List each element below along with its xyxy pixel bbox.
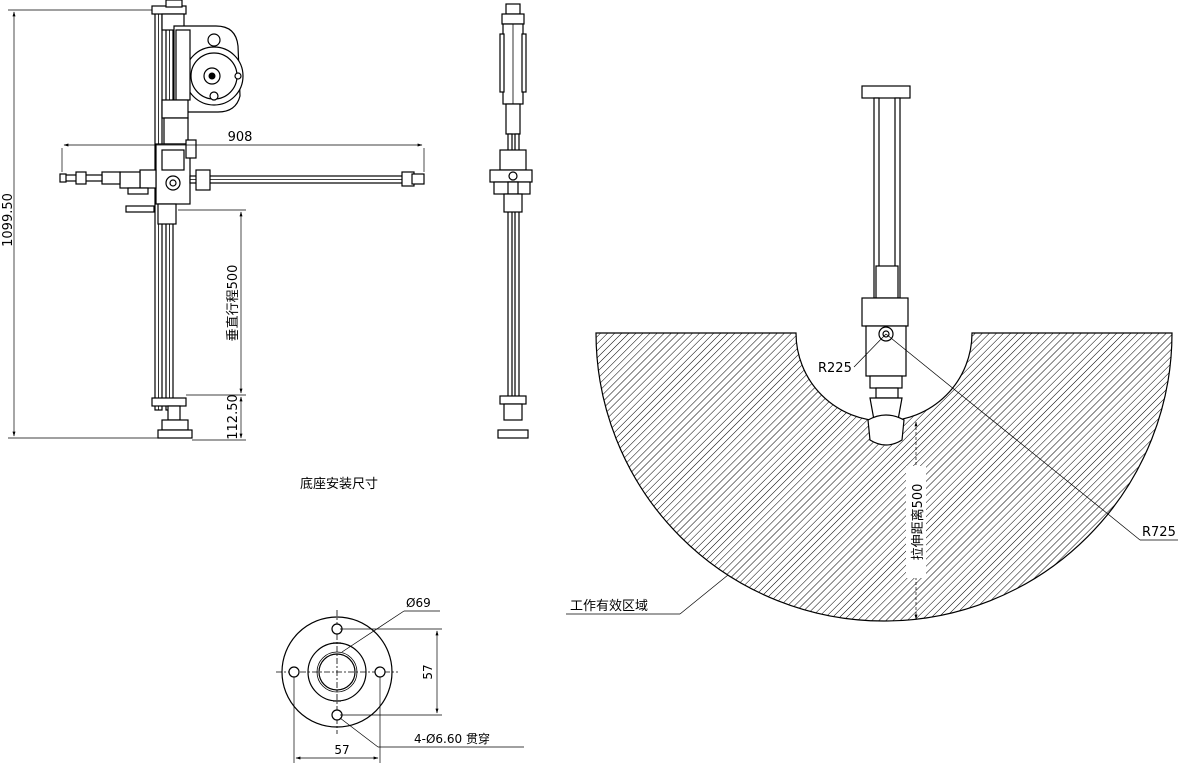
dim-inner-radius: R225: [818, 361, 852, 376]
work-area-label: 工作有效区域: [570, 599, 648, 614]
dim-extension: 拉伸距离500: [910, 484, 926, 561]
dim-base-diameter: Ø69: [406, 596, 431, 610]
dim-overall-height: 1099.50: [1, 193, 16, 247]
dim-vertical-stroke: 垂直行程500: [226, 265, 241, 342]
dim-base-height: 57: [421, 664, 435, 679]
base-mount-view: 底座安装尺寸 Ø69 57 57 4-Ø6.60 贯穿: [276, 476, 524, 763]
work-area-view: R225 R725 拉伸距离500 工作有效区域: [566, 85, 1178, 622]
dim-base-height: 112.50: [226, 394, 241, 440]
front-view: 1099.50 908 垂直行程500 112.50: [1, 0, 425, 441]
side-view: [489, 3, 533, 439]
dim-arm-length: 908: [228, 130, 253, 145]
dim-base-holes: 4-Ø6.60 贯穿: [414, 731, 490, 746]
base-caption: 底座安装尺寸: [300, 476, 378, 492]
dim-base-width: 57: [334, 743, 349, 757]
dim-outer-radius: R725: [1142, 525, 1176, 540]
